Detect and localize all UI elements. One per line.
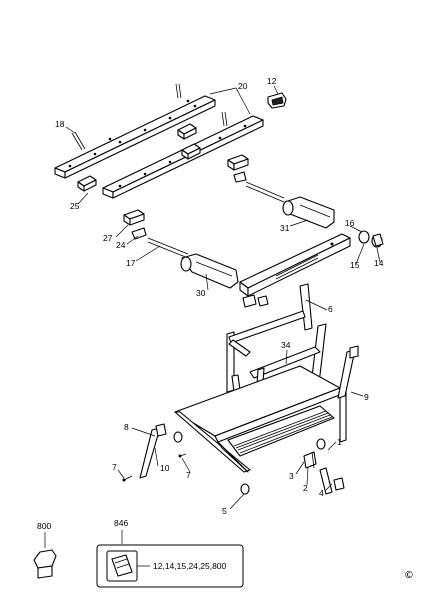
callout-5: 5 <box>222 506 227 516</box>
callout-10: 10 <box>160 463 170 473</box>
vice-housing-right <box>282 196 335 229</box>
callout-15: 15 <box>350 260 360 270</box>
jaw-board-rear <box>54 95 216 179</box>
leg-brace-left <box>139 423 167 479</box>
part-800-fitting <box>33 549 57 579</box>
bag-icon <box>111 554 133 577</box>
callout-7b: 7 <box>186 470 191 480</box>
callouts: 20 12 18 25 27 24 17 30 31 16 15 14 6 34… <box>37 76 384 531</box>
callout-31: 31 <box>280 223 290 233</box>
callout-34: 34 <box>281 340 291 350</box>
leader-lines <box>44 85 381 548</box>
spindles <box>147 181 285 259</box>
callout-9: 9 <box>364 392 369 402</box>
step-grille <box>233 410 333 454</box>
screws-7 <box>122 453 187 482</box>
callout-25: 25 <box>70 201 80 211</box>
callout-18: 18 <box>55 119 65 129</box>
callout-846: 846 <box>114 518 128 528</box>
callout-24: 24 <box>116 240 126 250</box>
small-nut <box>242 294 269 308</box>
callout-3: 3 <box>289 471 294 481</box>
knob-and-washer-parts <box>358 230 384 248</box>
callout-7a: 7 <box>112 462 117 472</box>
pivot-blocks <box>123 154 249 240</box>
kit-contents-label: 12,14,15,24,25,800 <box>153 561 227 571</box>
callout-1: 1 <box>337 437 342 447</box>
peg-blocks <box>77 123 201 192</box>
clamp-knob-part <box>267 92 287 109</box>
copyright-mark: © <box>404 570 414 581</box>
callout-800: 800 <box>37 521 51 531</box>
callout-27: 27 <box>103 233 113 243</box>
callout-12: 12 <box>267 76 277 86</box>
callout-6: 6 <box>328 304 333 314</box>
kit-846-box: 12,14,15,24,25,800 <box>96 544 244 588</box>
callout-8: 8 <box>124 422 129 432</box>
callout-14: 14 <box>374 258 384 268</box>
callout-30: 30 <box>196 288 206 298</box>
foot-parts <box>303 451 345 495</box>
callout-16: 16 <box>345 218 355 228</box>
side-rail <box>239 233 351 297</box>
callout-17: 17 <box>126 258 136 268</box>
callout-20: 20 <box>238 81 248 91</box>
vice-housing-left <box>180 253 239 289</box>
lower-frame <box>173 346 347 495</box>
leg-brace-right <box>337 345 359 399</box>
callout-4: 4 <box>319 488 324 498</box>
callout-2: 2 <box>303 483 308 493</box>
screws <box>71 83 228 151</box>
